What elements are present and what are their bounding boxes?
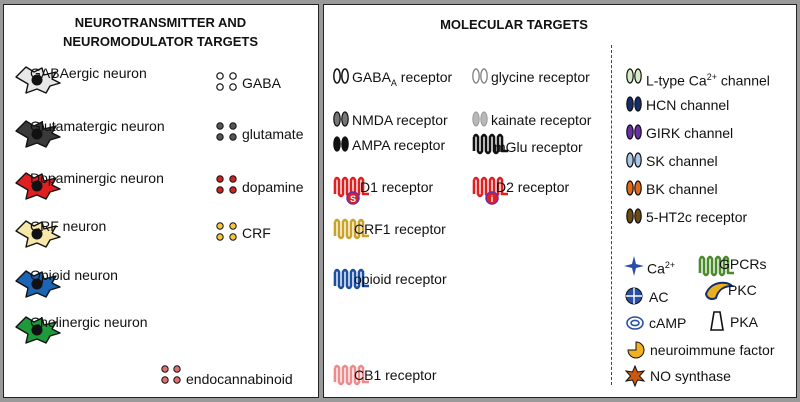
molecular-targets-panel: MOLECULAR TARGETS GABAA receptor NMDA re…	[323, 4, 797, 398]
5ht2c-receptor-label: 5-HT2c receptor	[646, 209, 748, 225]
no-synthase-label: NO synthase	[650, 368, 731, 384]
left-title-line1: NEUROTRANSMITTER AND	[74, 15, 247, 30]
svg-text:S: S	[350, 194, 356, 204]
ampa-receptor-icon	[333, 136, 349, 152]
kainate-receptor-label: kainate receptor	[491, 112, 592, 128]
ampa-receptor-label: AMPA receptor	[352, 137, 446, 153]
pkc-icon	[704, 281, 734, 300]
neuron-label-cholinergic: Cholinergic neuron	[30, 314, 148, 330]
transmitter-label-glutamate: glutamate	[242, 126, 304, 142]
crf-molecules-icon	[216, 222, 237, 241]
neuroimmune-factor-label: neuroimmune factor	[650, 342, 775, 358]
mglu-receptor-label: mGlu receptor	[494, 139, 583, 155]
transmitter-label-crf: CRF	[242, 225, 271, 241]
ac-label: AC	[649, 289, 669, 305]
calcium-ion-label: Ca2+	[647, 260, 676, 277]
camp-label: cAMP	[649, 315, 687, 331]
left-panel-title: NEUROTRANSMITTER AND NEUROMODULATOR TARG…	[4, 13, 317, 51]
girk-channel-icon	[626, 124, 642, 140]
right-panel-title: MOLECULAR TARGETS	[440, 17, 588, 32]
no-synthase-icon	[624, 365, 646, 387]
sk-channel-icon	[626, 152, 642, 168]
crf1-receptor-label: CRF1 receptor	[354, 221, 446, 237]
transmitter-label-gaba: GABA	[242, 75, 281, 91]
nmda-receptor-label: NMDA receptor	[352, 112, 448, 128]
bk-channel-icon	[626, 180, 642, 196]
ltype-calcium-channel-label: L-type Ca2+ channel	[646, 72, 770, 89]
gpcrs-label: GPCRs	[719, 256, 767, 272]
endocannabinoid-molecules-icon	[161, 365, 181, 384]
neuron-label-glutamatergic: Glutamatergic neuron	[30, 118, 165, 134]
gabaa-receptor-icon	[333, 68, 349, 84]
glycine-receptor-icon	[472, 68, 488, 84]
ltype-calcium-channel-icon	[626, 68, 642, 84]
gaba-molecules-icon	[216, 72, 237, 91]
nmda-receptor-icon	[333, 111, 349, 127]
pka-label: PKA	[730, 314, 759, 330]
d1-receptor-label: D1 receptor	[360, 179, 434, 195]
neuron-label-opioid: Opioid neuron	[30, 267, 118, 283]
sk-channel-label: SK channel	[646, 153, 718, 169]
neuron-label-dopaminergic: Dopaminergic neuron	[30, 170, 164, 186]
adenylyl-cyclase-icon	[625, 287, 643, 305]
dopamine-molecules-icon	[216, 175, 237, 194]
kainate-receptor-icon	[472, 111, 488, 127]
glycine-receptor-label: glycine receptor	[491, 69, 590, 85]
hcn-channel-icon	[626, 96, 642, 112]
pka-icon	[710, 311, 724, 331]
panel-divider	[611, 45, 612, 385]
neuron-label-crf: CRF neuron	[30, 218, 107, 234]
neurotransmitter-panel: NEUROTRANSMITTER AND NEUROMODULATOR TARG…	[3, 4, 319, 398]
opioid-receptor-label: opioid receptor	[354, 271, 447, 287]
neuroimmune-factor-icon	[627, 341, 645, 359]
5ht2c-receptor-icon	[626, 208, 642, 224]
d2-receptor-icon: i	[472, 176, 510, 205]
hcn-channel-label: HCN channel	[646, 97, 730, 113]
d1-receptor-icon: S	[333, 176, 371, 205]
cb1-receptor-label: CB1 receptor	[354, 367, 437, 383]
transmitter-label-dopamine: dopamine	[242, 179, 304, 195]
girk-channel-label: GIRK channel	[646, 125, 734, 141]
d2-receptor-label: D2 receptor	[496, 179, 570, 195]
glutamate-molecules-icon	[216, 122, 237, 141]
bk-channel-label: BK channel	[646, 181, 718, 197]
calcium-ion-icon	[624, 256, 644, 276]
gabaa-receptor-label: GABAA receptor	[352, 69, 453, 88]
camp-icon	[626, 316, 644, 330]
pkc-label: PKC	[728, 282, 757, 298]
svg-text:i: i	[491, 194, 494, 204]
endocannabinoid-label: endocannabinoid	[186, 371, 293, 387]
left-title-line2: NEUROMODULATOR TARGETS	[63, 34, 258, 49]
neuron-label-gabaergic: GABAergic neuron	[30, 65, 147, 81]
